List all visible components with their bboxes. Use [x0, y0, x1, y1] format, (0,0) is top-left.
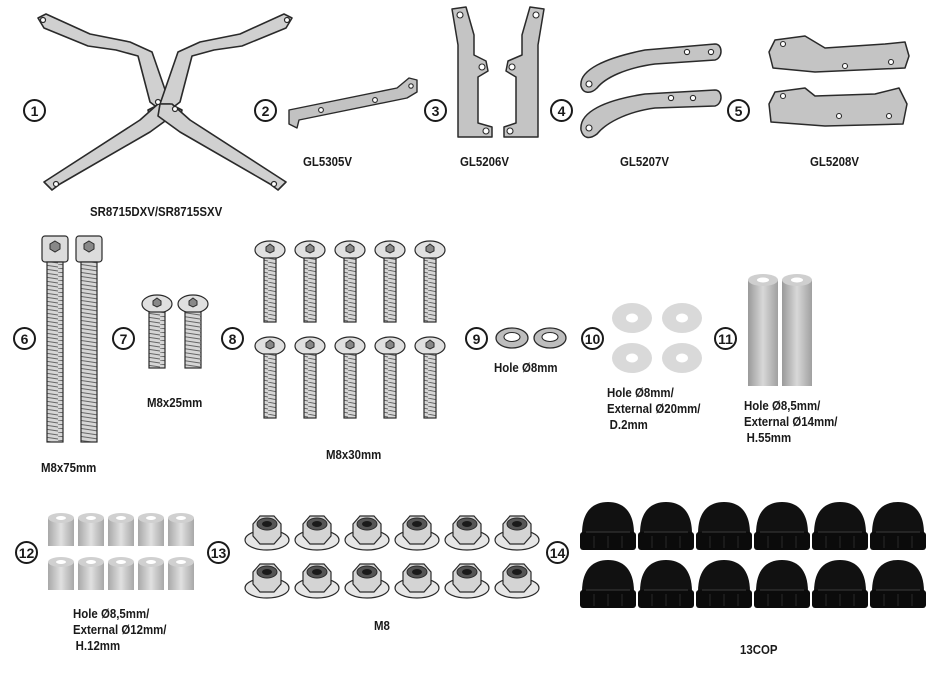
- item-label-11-line-3: H.55mm: [746, 430, 792, 445]
- bracket-gl5207v-part: [580, 43, 722, 139]
- item-number-4: 4: [550, 99, 573, 122]
- item-label-12-line-1: Hole Ø8,5mm/: [73, 606, 150, 621]
- item-label-5: GL5208V: [810, 154, 859, 169]
- item-number-1: 1: [23, 99, 46, 122]
- item-label-13: M8: [374, 618, 390, 633]
- item-number-5: 5: [727, 99, 750, 122]
- item-label-11: Hole Ø8,5mm/ External Ø14mm/ H.55mm: [744, 398, 837, 446]
- item-label-9: Hole Ø8mm: [494, 360, 558, 375]
- bracket-gl5305v-part: [288, 77, 418, 129]
- nut-cap-part: [579, 501, 927, 609]
- item-label-10-line-2: External Ø20mm/: [607, 401, 701, 416]
- item-label-6: M8x75mm: [41, 460, 97, 475]
- item-label-14: 13COP: [740, 642, 778, 657]
- flat-washer-part: [612, 303, 702, 373]
- item-number-7: 7: [112, 327, 135, 350]
- item-label-12-line-3: H.12mm: [75, 638, 121, 653]
- item-number-11: 11: [714, 327, 737, 350]
- flange-nut-part: [244, 515, 540, 599]
- item-label-7: M8x25mm: [147, 395, 203, 410]
- item-number-8: 8: [221, 327, 244, 350]
- item-number-14: 14: [546, 541, 569, 564]
- item-label-10: Hole Ø8mm/ External Ø20mm/ D.2mm: [607, 385, 700, 433]
- bolt-m8x30-part: [254, 240, 446, 419]
- bracket-gl5208v-part: [768, 35, 910, 127]
- item-label-2: GL5305V: [303, 154, 352, 169]
- item-number-13: 13: [207, 541, 230, 564]
- item-label-11-line-2: External Ø14mm/: [744, 414, 838, 429]
- bracket-gl5206v-part: [451, 6, 545, 138]
- short-spacer-part: [48, 513, 194, 590]
- item-number-2: 2: [254, 99, 277, 122]
- lock-washer-part: [495, 327, 567, 349]
- x-frame-part: [37, 13, 293, 191]
- item-label-3: GL5206V: [460, 154, 509, 169]
- item-label-11-line-1: Hole Ø8,5mm/: [744, 398, 821, 413]
- item-number-9: 9: [465, 327, 488, 350]
- item-label-12-line-2: External Ø12mm/: [73, 622, 167, 637]
- item-label-10-line-3: D.2mm: [609, 417, 648, 432]
- item-label-4: GL5207V: [620, 154, 669, 169]
- item-label-1: SR8715DXV/SR8715SXV: [90, 204, 223, 219]
- item-number-6: 6: [13, 327, 36, 350]
- bolt-m8x75-part: [41, 235, 103, 443]
- item-number-3: 3: [424, 99, 447, 122]
- item-label-10-line-1: Hole Ø8mm/: [607, 385, 674, 400]
- item-number-10: 10: [581, 327, 604, 350]
- long-spacer-part: [748, 274, 812, 386]
- item-label-8: M8x30mm: [326, 447, 382, 462]
- bolt-m8x25-part: [141, 294, 209, 369]
- item-label-12: Hole Ø8,5mm/ External Ø12mm/ H.12mm: [73, 606, 166, 654]
- item-number-12: 12: [15, 541, 38, 564]
